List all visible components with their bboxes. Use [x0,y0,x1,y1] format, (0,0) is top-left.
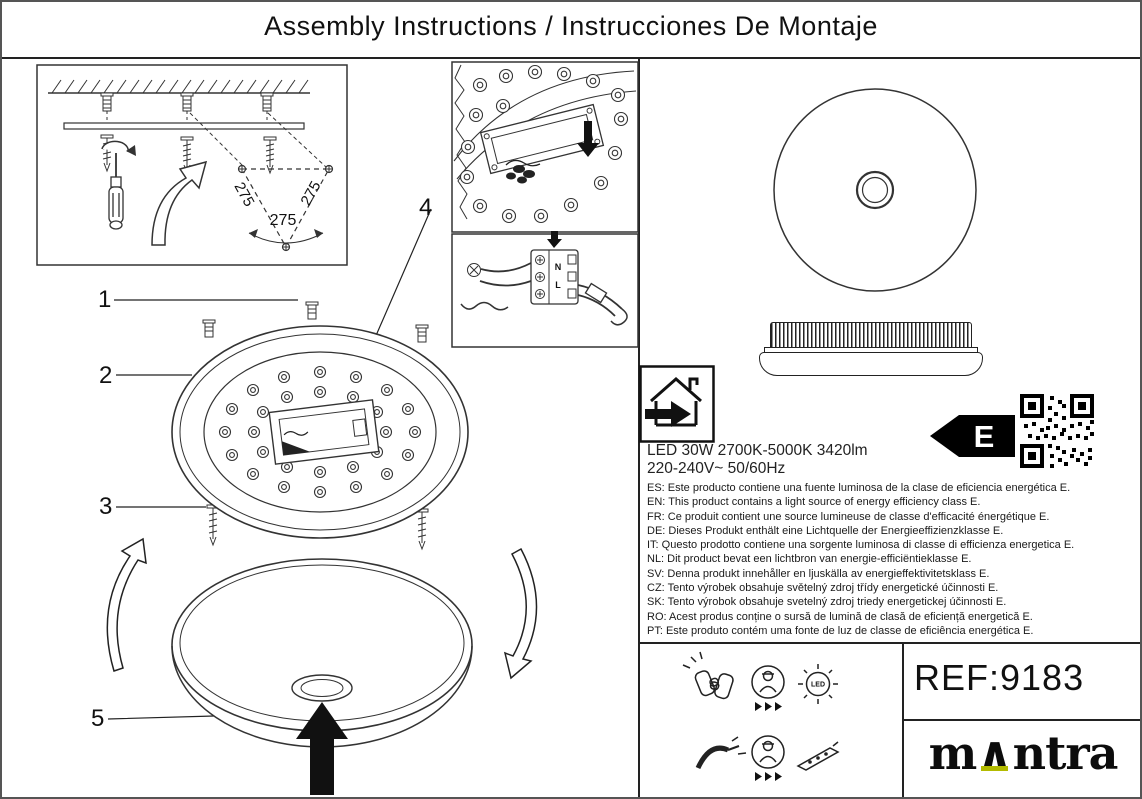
brand-caret: ∧ [976,726,1013,780]
hole-spacing-diagram [237,164,334,252]
main-vertical-divider [638,57,640,797]
mounting-bracket [63,122,305,130]
notice-line-es: ES: Este producto contiene una fuente lu… [647,482,1071,494]
step-label-4: 4 [419,194,433,221]
fixture-side-view-fins [770,322,972,349]
rotation-arrow-right [503,547,538,680]
step-label-2: 2 [99,362,113,389]
wire-bundle [506,165,535,184]
notice-line-cz: CZ: Tento výrobek obsahuje světelný zdro… [647,582,999,595]
notice-line-de: DE: Dieses Produkt enthält eine Lichtque… [647,524,1004,537]
notice-line-ro: RO: Acest produs conține o sursă de lumi… [647,610,1033,623]
insert-arrow-2 [547,231,562,248]
energy-arrow [645,401,691,427]
title-divider [2,57,1140,59]
notice-line-nl: NL: Dit product bevat een lichtbron van … [647,553,972,566]
energy-class-letter: E [974,419,995,454]
ref-horizontal-divider [902,719,1140,721]
driver-cover [479,103,605,175]
notice-line-fr: FR: Ce produit contient une source lumin… [647,510,1050,523]
wiring-detail-box-top [451,61,639,233]
wiring-compartment [268,399,380,465]
rotation-arrow-left [106,537,147,672]
wires [479,262,532,287]
notice-line-it: IT: Questo prodotto contiene una sorgent… [647,539,1075,552]
terminal-label-neutral: N [555,262,562,272]
terminal-label-live: L [555,280,561,290]
step-label-3: 3 [99,493,113,520]
screwdriver-icon [101,140,136,230]
mounting-detail-box [36,64,348,266]
open-curved-arrow [151,160,208,246]
insert-arrow [577,121,599,157]
notice-line-sk: SK: Tento výrobok obsahuje svetelný zdro… [647,596,1007,609]
brand-caret-accent [981,766,1008,771]
led-plate-drawing [171,325,469,539]
led-icon: LED [798,664,838,704]
energy-house-icon [639,365,715,443]
fixture-top-view [773,88,977,292]
notice-line-pt: PT: Este produto contém uma fonte de luz… [647,624,1034,637]
installer-icon-2 [751,735,785,781]
gloves-icon [682,651,734,700]
led-icon-label: LED [811,682,825,689]
energy-notices: ES: Este producto contiene una fuente lu… [647,481,1139,638]
wiring-detail-box-bottom: N L [451,231,639,348]
cable-clamp [584,282,608,304]
brand-caret-glyph: ∧ [976,726,1013,780]
detail-led-holes [459,64,629,224]
step-leader-lines [107,208,432,720]
plate-fixings [202,301,429,551]
step-label-5: 5 [91,705,105,732]
qr-code [1018,392,1096,470]
brand-m: m [928,726,978,780]
notice-line-en: EN: This product contains a light source… [647,496,981,509]
spec-line-1: LED 30W 2700K-5000K 3420lm [647,442,868,459]
led-holes [218,365,422,499]
reference-number: REF:9183 [914,657,1085,698]
bottom-section-divider [638,642,1140,644]
spec-line-2: 220-240V~ 50/60Hz [647,460,786,477]
ceiling-hatch [51,79,309,94]
handling-pictograms: LED [682,651,840,781]
ground-screw [467,263,481,277]
terminal-block [530,249,579,305]
fixture-side-view-diffuser [759,352,983,376]
brand-rest: ntra [1012,726,1119,780]
led-module-icon [796,741,840,771]
energy-class-arrow: E [930,415,1015,457]
step-label-1: 1 [98,286,112,313]
dimension-bottom: 275 [269,212,297,229]
mantra-logo: m∧ntra [902,726,1140,780]
assembly-diagram: N L [36,61,639,795]
rotate-arrow-small [101,140,129,153]
page-title: Assembly Instructions / Instrucciones De… [264,11,878,41]
cable-icon [695,736,747,770]
screw-icon [100,134,277,175]
installer-icon [751,665,785,711]
push-up-arrow [296,702,348,795]
notice-line-sv: SV: Denna produkt innehåller en ljuskäll… [647,567,990,580]
